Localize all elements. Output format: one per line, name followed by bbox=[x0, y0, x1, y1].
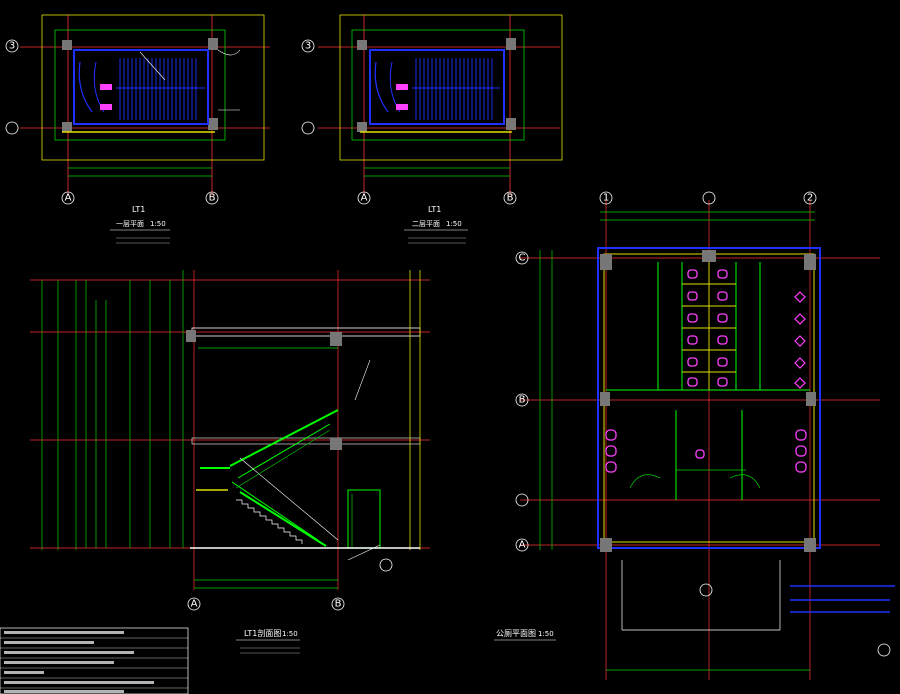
section-axis-b-label: B bbox=[335, 599, 342, 610]
plan1-scale: 1:50 bbox=[150, 220, 166, 228]
axis-a-label-2: A bbox=[361, 193, 368, 204]
toilet-axis-2-label: 2 bbox=[807, 193, 813, 204]
plan2-title: LT1 bbox=[428, 205, 441, 214]
axis-b-label: B bbox=[209, 193, 216, 204]
section-axis-a-label: A bbox=[191, 599, 198, 610]
axis-b-label-2: B bbox=[507, 193, 514, 204]
plan1-title: LT1 bbox=[132, 205, 145, 214]
plan2-scale: 1:50 bbox=[446, 220, 462, 228]
axis-3-label: 3 bbox=[9, 41, 15, 52]
toilet-plan: 1 2 C B A 公厕平面图 1:50 bbox=[494, 191, 895, 680]
toilet-axis-b-label: B bbox=[519, 395, 526, 406]
toilet-scale: 1:50 bbox=[538, 630, 554, 638]
plan-first-floor: A B 3 LT1 一层平面 1:50 bbox=[5, 14, 270, 244]
notes-table bbox=[0, 627, 189, 694]
plan-second-floor: A B 3 LT1 二层平面 1:50 bbox=[301, 14, 563, 244]
plan2-subtitle: 二层平面 bbox=[412, 220, 440, 228]
plan1-subtitle: 一层平面 bbox=[116, 220, 144, 228]
section-title: LT1剖面图 bbox=[244, 628, 281, 638]
section-scale: 1:50 bbox=[282, 630, 298, 638]
axis-3-label-2: 3 bbox=[305, 41, 311, 52]
section-lt1: A B LT1剖面图 1:50 bbox=[30, 270, 430, 654]
toilet-title: 公厕平面图 bbox=[496, 629, 536, 638]
axis-a-label: A bbox=[65, 193, 72, 204]
toilet-axis-1-label: 1 bbox=[603, 193, 609, 204]
toilet-axis-a-label: A bbox=[519, 540, 526, 551]
toilet-axis-c-label: C bbox=[519, 253, 526, 264]
